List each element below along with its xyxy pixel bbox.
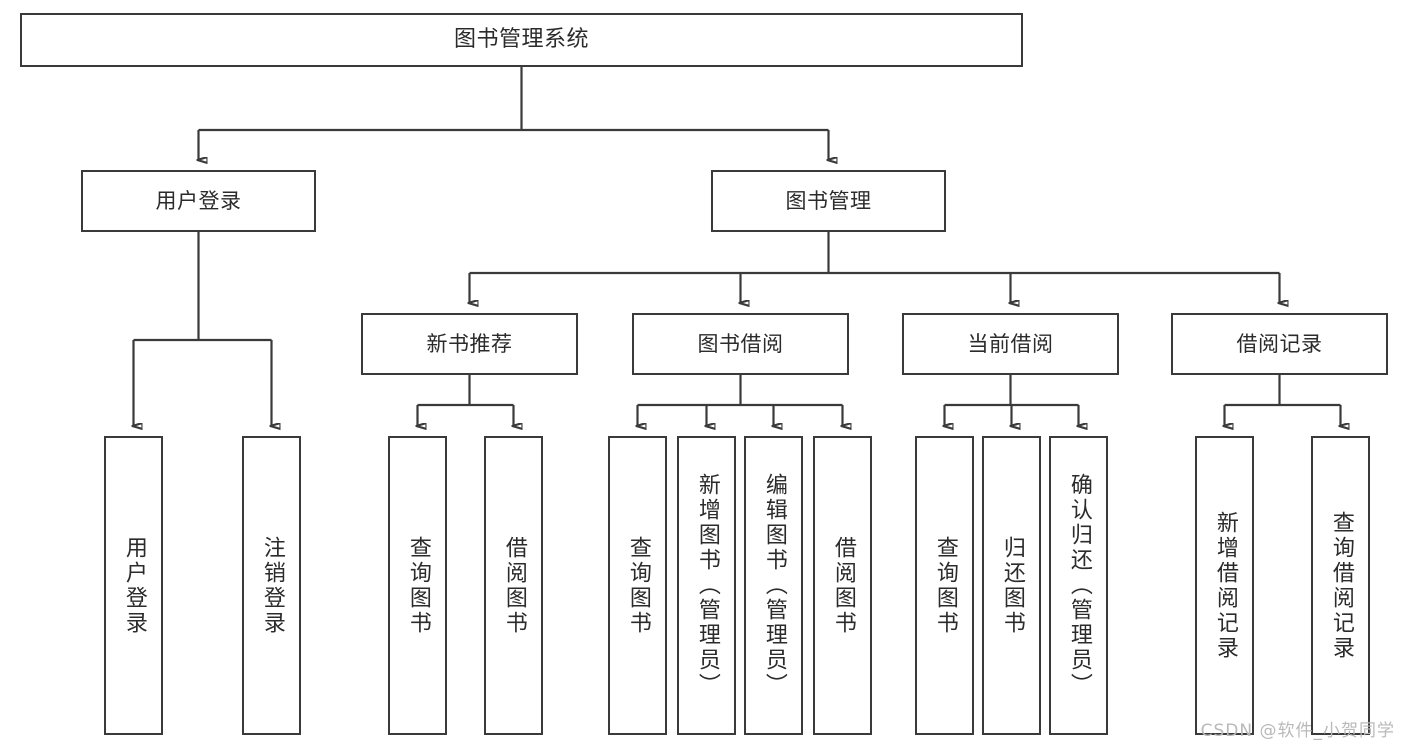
node-book-borrow[interactable]: 图书借阅 [632,313,849,375]
leaf-new-book-borrow-label: 借阅图书 [501,535,527,636]
leaf-record-query[interactable]: 查询借阅记录 [1311,436,1370,735]
leaf-new-book-query[interactable]: 查询图书 [388,436,447,735]
node-user-login-label: 用户登录 [155,188,242,213]
node-current-borrow-label: 当前借阅 [967,331,1054,356]
leaf-borrow-edit-book[interactable]: 编辑图书（管理员） [744,436,803,735]
leaf-current-query-book[interactable]: 查询图书 [915,436,974,735]
leaf-new-book-borrow[interactable]: 借阅图书 [484,436,543,735]
leaf-borrow-borrow-book-label: 借阅图书 [830,535,856,636]
leaf-borrow-query-book[interactable]: 查询图书 [608,436,667,735]
leaf-new-book-query-label: 查询图书 [405,535,431,636]
node-book-borrow-label: 图书借阅 [697,331,784,356]
leaf-current-confirm-return[interactable]: 确认归还（管理员） [1049,436,1108,735]
leaf-user-login-login[interactable]: 用户登录 [104,436,163,735]
node-root-label: 图书管理系统 [453,27,589,53]
node-new-book-recommend-label: 新书推荐 [426,331,513,356]
node-root[interactable]: 图书管理系统 [20,13,1023,67]
leaf-user-login-logout-label: 注销登录 [259,535,285,636]
node-book-management-label: 图书管理 [785,188,872,213]
leaf-current-return-book-label: 归还图书 [999,535,1025,636]
leaf-user-login-logout[interactable]: 注销登录 [242,436,301,735]
node-book-management[interactable]: 图书管理 [711,170,946,232]
leaf-current-return-book[interactable]: 归还图书 [982,436,1041,735]
csdn-watermark: CSDN @软件_小贺同学 [1200,721,1395,741]
node-borrow-record-label: 借阅记录 [1236,331,1323,356]
leaf-user-login-login-label: 用户登录 [121,535,147,636]
node-user-login[interactable]: 用户登录 [81,170,316,232]
leaf-record-query-label: 查询借阅记录 [1328,510,1354,661]
leaf-current-confirm-return-label: 确认归还（管理员） [1066,473,1092,698]
leaf-record-add[interactable]: 新增借阅记录 [1195,436,1254,735]
node-new-book-recommend[interactable]: 新书推荐 [361,313,578,375]
leaf-current-query-book-label: 查询图书 [932,535,958,636]
leaf-borrow-query-book-label: 查询图书 [625,535,651,636]
node-borrow-record[interactable]: 借阅记录 [1171,313,1388,375]
leaf-borrow-add-book[interactable]: 新增图书（管理员） [677,436,736,735]
leaf-borrow-edit-book-label: 编辑图书（管理员） [761,473,787,698]
leaf-record-add-label: 新增借阅记录 [1212,510,1238,661]
leaf-borrow-add-book-label: 新增图书（管理员） [694,473,720,698]
node-current-borrow[interactable]: 当前借阅 [902,313,1119,375]
leaf-borrow-borrow-book[interactable]: 借阅图书 [813,436,872,735]
